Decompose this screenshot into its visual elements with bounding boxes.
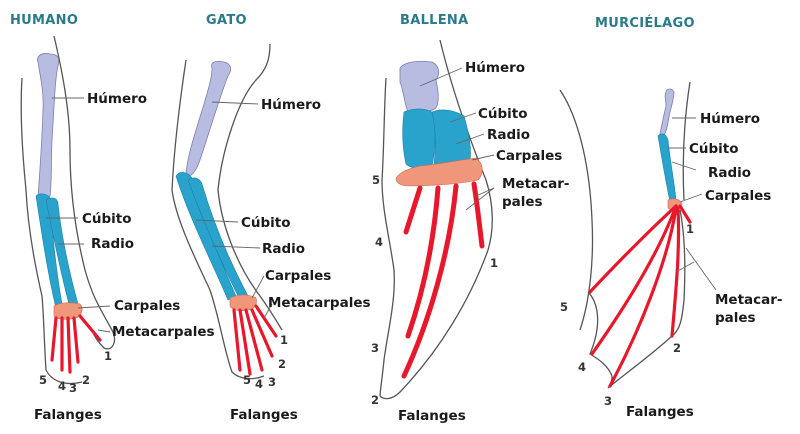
label-radio: Radio — [708, 165, 751, 181]
panel-gato: GATO Húmero Cúbito Radio Carpales Metaca… — [171, 13, 371, 423]
digit-2: 2 — [278, 357, 286, 371]
panel-humano: HUMANO Húmero Cúbito Radio Carpales Meta… — [10, 13, 215, 423]
digit-5: 5 — [39, 373, 47, 387]
digit-4: 4 — [578, 360, 586, 374]
ulna-bone — [657, 133, 677, 203]
carpals-bones — [395, 157, 483, 187]
title-gato: GATO — [206, 13, 247, 28]
label-humero: Húmero — [465, 60, 525, 76]
label-carpales: Carpales — [705, 188, 771, 204]
label-metacarpales: Metacarpales — [268, 295, 371, 311]
digit-1: 1 — [490, 256, 498, 270]
wing-bones — [588, 204, 692, 388]
hand-bones — [232, 304, 278, 376]
radius-bone — [45, 197, 79, 309]
label-humero: Húmero — [87, 91, 147, 107]
hand-bones — [50, 314, 102, 374]
digit-2: 2 — [673, 341, 681, 355]
label-radio: Radio — [91, 236, 134, 252]
radius-bone — [187, 177, 249, 301]
flipper-bones — [401, 181, 485, 379]
digit-1: 1 — [104, 349, 112, 363]
ulna-bone — [35, 193, 63, 309]
label-humero: Húmero — [700, 111, 760, 127]
label-cubito: Cúbito — [689, 141, 739, 157]
arm-outline — [171, 59, 265, 380]
body-outline — [682, 81, 691, 201]
panel-murcielago: MURCIÉLAGO Húmero Cúbito Radio Carpales … — [560, 15, 783, 420]
label-metacarpales-1: Metacar- — [502, 176, 570, 192]
title-murcielago: MURCIÉLAGO — [595, 15, 695, 31]
ulna-bone — [175, 172, 237, 301]
label-cubito: Cúbito — [82, 211, 132, 227]
arm-outline — [20, 77, 83, 385]
digit-3: 3 — [268, 375, 276, 389]
label-falanges: Falanges — [34, 407, 102, 423]
digit-4: 4 — [58, 379, 66, 393]
title-humano: HUMANO — [10, 13, 78, 28]
arm-outline — [53, 35, 116, 350]
label-cubito: Cúbito — [241, 215, 291, 231]
label-falanges: Falanges — [230, 407, 298, 423]
label-carpales: Carpales — [496, 148, 562, 164]
radius-bone — [431, 109, 471, 166]
label-metacarpales-1: Metacar- — [715, 292, 783, 308]
label-falanges: Falanges — [398, 408, 466, 424]
label-radio: Radio — [262, 241, 305, 257]
digit-1: 1 — [686, 222, 694, 236]
label-metacarpales-2: pales — [715, 310, 756, 326]
humerus-bone — [659, 88, 675, 137]
title-ballena: BALLENA — [400, 13, 468, 28]
humerus-bone — [37, 53, 60, 200]
digit-3: 3 — [69, 381, 77, 395]
digit-5: 5 — [560, 300, 568, 314]
digit-4: 4 — [255, 377, 263, 391]
wing-membrane-outline — [587, 291, 673, 389]
flipper-outline — [379, 77, 395, 397]
ulna-bone — [402, 108, 436, 169]
label-metacarpales-2: pales — [502, 194, 543, 210]
digit-3: 3 — [604, 394, 612, 408]
panel-ballena: BALLENA Húmero Cúbito Radio Carpales Met… — [371, 13, 594, 424]
digit-5: 5 — [243, 373, 251, 387]
digit-1: 1 — [280, 333, 288, 347]
humerus-bone — [185, 60, 232, 177]
label-humero: Húmero — [261, 97, 321, 113]
label-falanges: Falanges — [626, 404, 694, 420]
label-metacarpales: Metacarpales — [112, 324, 215, 340]
label-carpales: Carpales — [114, 298, 180, 314]
digit-5: 5 — [372, 173, 380, 187]
body-outline — [671, 209, 686, 337]
digit-2: 2 — [371, 393, 379, 407]
neighbor-outline — [559, 89, 594, 331]
humerus-bone — [399, 60, 440, 114]
label-radio: Radio — [487, 127, 530, 143]
digit-3: 3 — [371, 341, 379, 355]
label-cubito: Cúbito — [478, 106, 528, 122]
digit-2: 2 — [82, 373, 90, 387]
digit-4: 4 — [375, 235, 383, 249]
arm-outline — [217, 43, 283, 331]
label-carpales: Carpales — [265, 268, 331, 284]
